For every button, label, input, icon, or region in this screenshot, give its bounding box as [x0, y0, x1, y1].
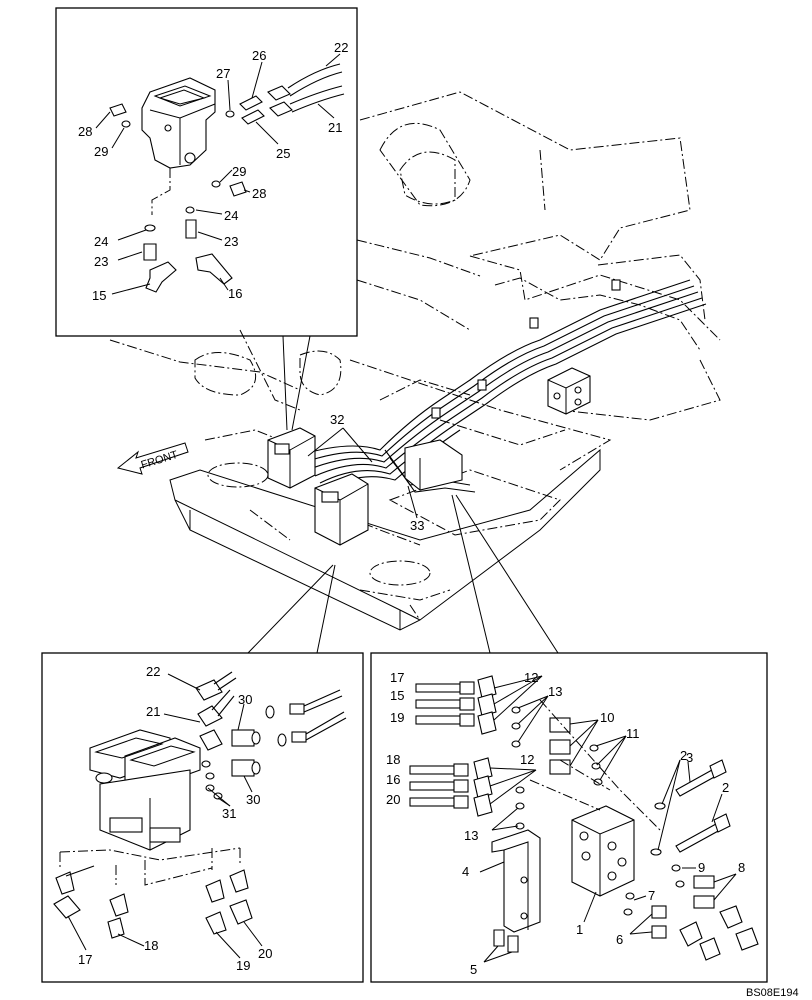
bottom-left-inset-frame [41, 652, 364, 983]
bottom-right-callouts: 17 15 19 12 13 10 11 18 16 20 12 2 3 2 1… [386, 670, 745, 977]
callout-33: 33 [410, 518, 424, 533]
callout-30b: 30 [246, 792, 260, 807]
inset-leader-lines [247, 335, 559, 654]
callout-23b: 23 [94, 254, 108, 269]
callout-9: 9 [698, 860, 705, 875]
main-view-callouts: 32 33 [307, 412, 424, 533]
front-label: FRONT [140, 449, 180, 472]
callout-21b: 21 [146, 704, 160, 719]
callout-13a: 13 [548, 684, 562, 699]
bottom-right-inset-frame [370, 652, 768, 983]
callout-29b: 29 [232, 164, 246, 179]
drawing-code: BS08E194 [746, 987, 799, 999]
callout-17b: 17 [390, 670, 404, 685]
top-inset-parts [109, 63, 345, 293]
callout-20a: 20 [258, 946, 272, 961]
callout-3: 3 [686, 750, 693, 765]
machine-frame [109, 91, 721, 631]
callout-19b: 19 [390, 710, 404, 725]
callout-13b: 13 [464, 828, 478, 843]
callout-5: 5 [470, 962, 477, 977]
callout-1: 1 [576, 922, 583, 937]
callout-6: 6 [616, 932, 623, 947]
callout-22a: 22 [334, 40, 348, 55]
callout-12b: 12 [520, 752, 534, 767]
callout-2b: 2 [722, 780, 729, 795]
callout-15a: 15 [92, 288, 106, 303]
main-pedal-valves [267, 427, 463, 546]
callout-19a: 19 [236, 958, 250, 973]
front-arrow: FRONT [116, 442, 189, 475]
callout-28a: 28 [78, 124, 92, 139]
bottom-left-parts [53, 671, 347, 939]
callout-29a: 29 [94, 144, 108, 159]
callout-23a: 23 [224, 234, 238, 249]
main-hose-bundle [299, 279, 707, 493]
callout-12a: 12 [524, 670, 538, 685]
callout-4: 4 [462, 864, 469, 879]
callout-25: 25 [276, 146, 290, 161]
callout-11: 11 [626, 726, 640, 741]
callout-15b: 15 [390, 688, 404, 703]
bottom-left-callouts: 22 21 30 30 31 17 18 19 20 [67, 664, 272, 973]
main-valve-block [547, 367, 591, 415]
callout-8: 8 [738, 860, 745, 875]
callout-21a: 21 [328, 120, 342, 135]
top-inset-callouts: 28 29 27 26 22 21 25 29 28 24 24 23 23 1… [78, 40, 348, 303]
bottom-right-parts [409, 675, 759, 961]
top-inset-frame [55, 7, 358, 337]
callout-24b: 24 [94, 234, 108, 249]
callout-30a: 30 [238, 692, 252, 707]
callout-22b: 22 [146, 664, 160, 679]
callout-10: 10 [600, 710, 614, 725]
callout-26: 26 [252, 48, 266, 63]
callout-16a: 16 [228, 286, 242, 301]
callout-31: 31 [222, 806, 236, 821]
callout-18a: 18 [144, 938, 158, 953]
callout-27: 27 [216, 66, 230, 81]
callout-32: 32 [330, 412, 344, 427]
callout-2a: 2 [680, 748, 687, 763]
callout-20b: 20 [386, 792, 400, 807]
callout-7: 7 [648, 888, 655, 903]
callout-28b: 28 [252, 186, 266, 201]
callout-18b: 18 [386, 752, 400, 767]
callout-16b: 16 [386, 772, 400, 787]
callout-24a: 24 [224, 208, 238, 223]
callout-17a: 17 [78, 952, 92, 967]
